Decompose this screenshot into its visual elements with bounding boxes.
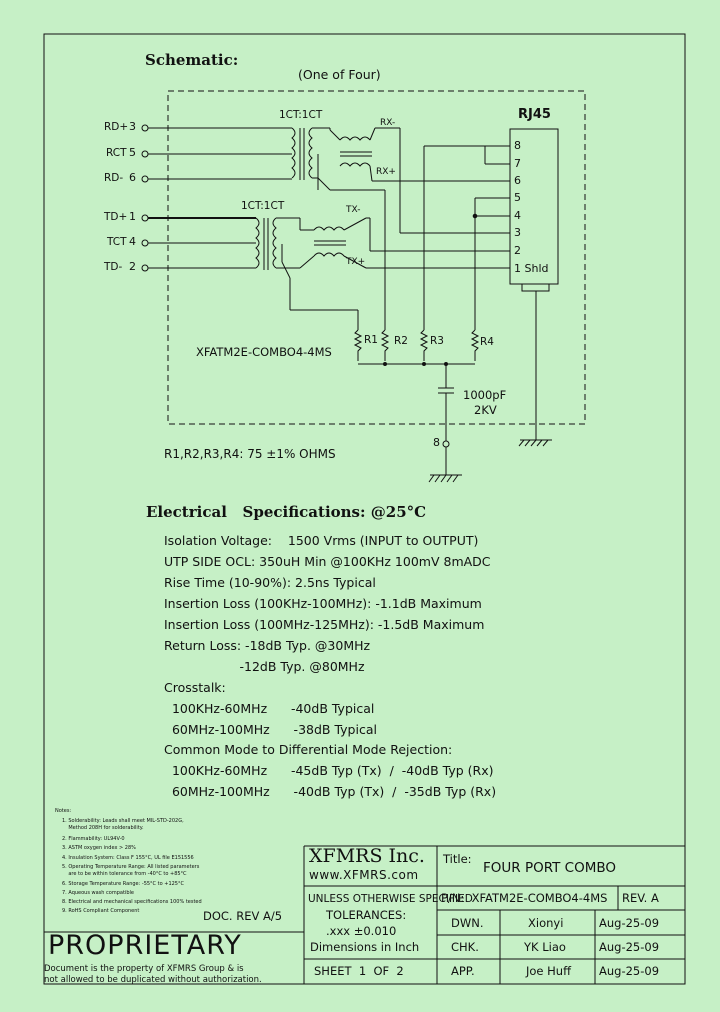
tx-pin-number: 1: [129, 210, 136, 223]
spec-line: 60MHz-100MHz -40dB Typ (Tx) / -35dB Typ …: [164, 784, 497, 799]
proprietary-note: Document is the property of XFMRS Group …: [44, 964, 244, 974]
drawn-label: DWN.: [451, 916, 484, 930]
drawn-by: Xionyi: [528, 916, 564, 930]
rj45-pin: 4: [514, 209, 521, 222]
rj45-pin: 6: [514, 174, 521, 187]
resistor-label: R2: [394, 335, 408, 347]
note-item: 1. Solderability: Leads shall meet MIL-S…: [62, 818, 184, 824]
spec-line: Rise Time (10-90%): 2.5ns Typical: [164, 575, 376, 590]
rj45-pin: 5: [514, 191, 521, 204]
specs-title: Electrical Specifications: @25°C: [146, 503, 427, 521]
resistor-label: R1: [364, 334, 378, 346]
spec-line: Return Loss: -18dB Typ. @30MHz: [164, 638, 371, 653]
part-number: P/N: XFATM2E-COMBO4-4MS: [441, 891, 608, 905]
rj45-pin: 3: [514, 226, 521, 239]
spec-line: -12dB Typ. @80MHz: [164, 659, 365, 674]
approved-by: Joe Huff: [526, 964, 572, 978]
title-label: Title:: [443, 852, 472, 866]
rj45-pin: 2: [514, 244, 521, 257]
approved-date: Aug-25-09: [599, 964, 660, 978]
rx-pin-number: 3: [129, 120, 136, 133]
tx-plus-label: TX+: [346, 257, 366, 267]
tx-transformer-ratio: 1CT:1CT: [241, 200, 285, 212]
rx-pin-name: RD-: [104, 172, 124, 184]
resistor-label: R3: [430, 335, 444, 347]
note-item: 3. ASTM oxygen index > 28%: [62, 845, 136, 851]
resistor-note: R1,R2,R3,R4: 75 ±1% OHMS: [164, 447, 336, 461]
revision: REV. A: [622, 891, 659, 905]
connector-label: RJ45: [518, 107, 551, 122]
tolerance-value: .xxx ±0.010: [326, 924, 397, 938]
spec-line: UTP SIDE OCL: 350uH Min @100KHz 100mV 8m…: [164, 554, 491, 569]
capacitor-value: 1000pF: [463, 388, 507, 402]
tolerances-label: TOLERANCES:: [326, 908, 407, 922]
note-item: are to be within tolerance from -40°C to…: [62, 871, 187, 877]
capacitor-voltage: 2KV: [474, 403, 497, 417]
spec-line: 60MHz-100MHz -38dB Typical: [164, 722, 377, 737]
checked-label: CHK.: [451, 940, 479, 954]
schematic-title: Schematic:: [145, 51, 239, 69]
company-website: www.XFMRS.com: [309, 868, 419, 882]
rj45-pin: 7: [514, 157, 521, 170]
company-name: XFMRS Inc.: [309, 845, 425, 867]
part-number-label: XFATM2E-COMBO4-4MS: [196, 345, 332, 359]
rx-pin-name: RCT: [106, 147, 127, 159]
drawn-date: Aug-25-09: [599, 916, 660, 930]
rj45-pin: 8: [514, 139, 521, 152]
rx-plus-label: RX+: [376, 167, 396, 177]
note-item: 6. Storage Temperature Range: -55°C to +…: [62, 881, 184, 887]
unless-specified: UNLESS OTHERWISE SPECIFIED: [308, 893, 473, 905]
dimension-units: Dimensions in Inch: [310, 940, 420, 954]
spec-line: Isolation Voltage: 1500 Vrms (INPUT to O…: [164, 533, 479, 548]
doc-revision: DOC. REV A/5: [203, 909, 283, 923]
approved-label: APP.: [451, 964, 475, 978]
spec-line: 100KHz-60MHz -45dB Typ (Tx) / -40dB Typ …: [164, 763, 494, 778]
notes-title: Notes:: [55, 808, 72, 814]
note-item: 4. Insulation System: Class F 155°C, UL …: [62, 855, 194, 861]
note-item: Method 208H for solderability.: [62, 825, 144, 831]
resistor-label: R4: [480, 336, 494, 348]
note-item: 8. Electrical and mechanical specificati…: [62, 899, 202, 905]
spec-line: 100KHz-60MHz -40dB Typical: [164, 701, 375, 716]
spec-line: Crosstalk:: [164, 680, 226, 695]
spec-line: Common Mode to Differential Mode Rejecti…: [164, 742, 453, 757]
tx-pin-number: 4: [129, 235, 136, 248]
rx-pin-name: RD+: [104, 121, 129, 133]
rj45-pin: 1 Shld: [514, 262, 549, 275]
note-item: 2. Flammability: UL94V-0: [62, 836, 125, 842]
tx-pin-name: TD-: [104, 261, 123, 273]
proprietary-mark: PROPRIETARY: [48, 930, 242, 961]
tx-pin-number: 2: [129, 260, 136, 273]
spec-line: Insertion Loss (100KHz-100MHz): -1.1dB M…: [164, 596, 482, 611]
ground-pin-number: 8: [433, 436, 440, 449]
proprietary-note: not allowed to be duplicated without aut…: [44, 975, 262, 985]
spec-line: Insertion Loss (100MHz-125MHz): -1.5dB M…: [164, 617, 485, 632]
tx-minus-label: TX-: [346, 205, 361, 215]
note-item: 5. Operating Temperature Range: All list…: [62, 864, 200, 870]
rx-minus-label: RX-: [380, 118, 396, 128]
rx-pin-number: 5: [129, 146, 136, 159]
schematic-subtitle: (One of Four): [298, 67, 381, 82]
rx-transformer-ratio: 1CT:1CT: [279, 109, 323, 121]
sheet-number: SHEET 1 OF 2: [314, 964, 404, 978]
checked-date: Aug-25-09: [599, 940, 660, 954]
note-item: 7. Aqueous wash compatible: [62, 890, 134, 896]
rx-pin-number: 6: [129, 171, 136, 184]
tx-pin-name: TCT: [107, 236, 127, 248]
note-item: 9. RoHS Compliant Component: [62, 908, 140, 914]
tx-pin-name: TD+: [104, 211, 128, 223]
title-value: FOUR PORT COMBO: [483, 860, 616, 876]
checked-by: YK Liao: [524, 940, 566, 954]
